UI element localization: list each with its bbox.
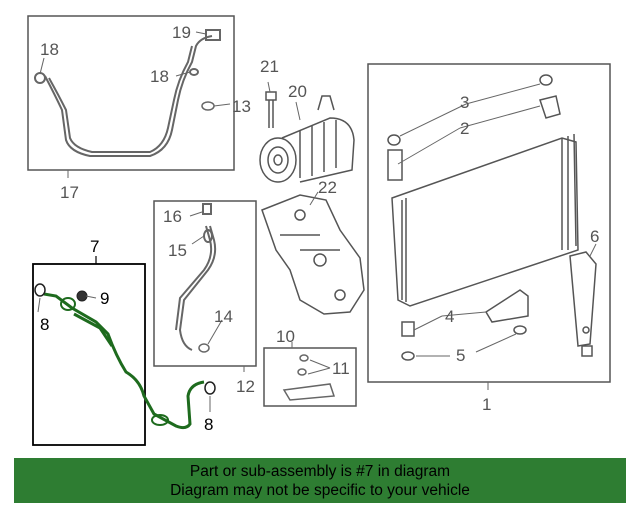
callout-12: 12 [236,377,255,396]
drier-6[interactable] [569,251,597,357]
bracket-10[interactable] [282,354,336,401]
o-ring-8-upper[interactable] [34,283,46,297]
group-box-17 [27,15,235,171]
callout-8-left: 8 [40,315,49,334]
hose-assembly-7[interactable] [43,292,205,430]
callout-18-lower: 18 [150,67,169,86]
o-ring-8-lower[interactable] [204,381,216,395]
group-box-12 [153,200,257,367]
notice-banner: Part or sub-assembly is #7 in diagram Di… [14,458,626,503]
callout-17: 17 [60,183,79,202]
callout-2: 2 [460,119,469,138]
notice-line-1: Part or sub-assembly is #7 in diagram [189,463,451,480]
callout-7: 7 [90,237,99,256]
condenser-1[interactable] [391,133,579,307]
callout-5: 5 [456,346,465,365]
callout-4: 4 [445,307,454,326]
callout-11: 11 [332,359,350,378]
o-ring-14[interactable] [198,343,210,353]
callout-13: 13 [232,97,251,116]
callout-19: 19 [172,23,191,42]
callout-1: 1 [482,395,491,414]
callout-8-right: 8 [204,415,213,434]
bolt-21[interactable] [265,91,277,128]
hose-assembly-17[interactable] [34,29,221,157]
group-box-1 [367,63,611,383]
parts-diagram: 18 18 19 13 17 21 20 22 16 15 14 12 10 1… [27,15,611,446]
callout-18-upper: 18 [40,40,59,59]
o-ring-13[interactable] [201,101,215,111]
insulator-3[interactable] [387,74,553,146]
group-box-7 [32,263,146,446]
compressor-20[interactable] [259,95,355,183]
bracket-22[interactable] [261,194,365,315]
insulator-5[interactable] [401,325,527,361]
callout-14: 14 [214,307,233,326]
hose-12[interactable] [175,203,217,351]
mount-2[interactable] [387,95,561,181]
callout-15: 15 [168,241,187,260]
callout-3: 3 [460,93,469,112]
callout-22: 22 [318,178,337,197]
notice-line-2: Diagram may not be specific to your vehi… [170,482,470,499]
cap-9[interactable] [76,290,88,302]
callout-20: 20 [288,82,307,101]
callout-10: 10 [276,327,295,346]
callout-9: 9 [100,289,109,308]
callout-6: 6 [590,227,599,246]
group-box-10 [263,347,357,407]
bracket-4[interactable] [401,289,529,337]
callout-21: 21 [260,57,279,76]
callout-16: 16 [163,207,182,226]
